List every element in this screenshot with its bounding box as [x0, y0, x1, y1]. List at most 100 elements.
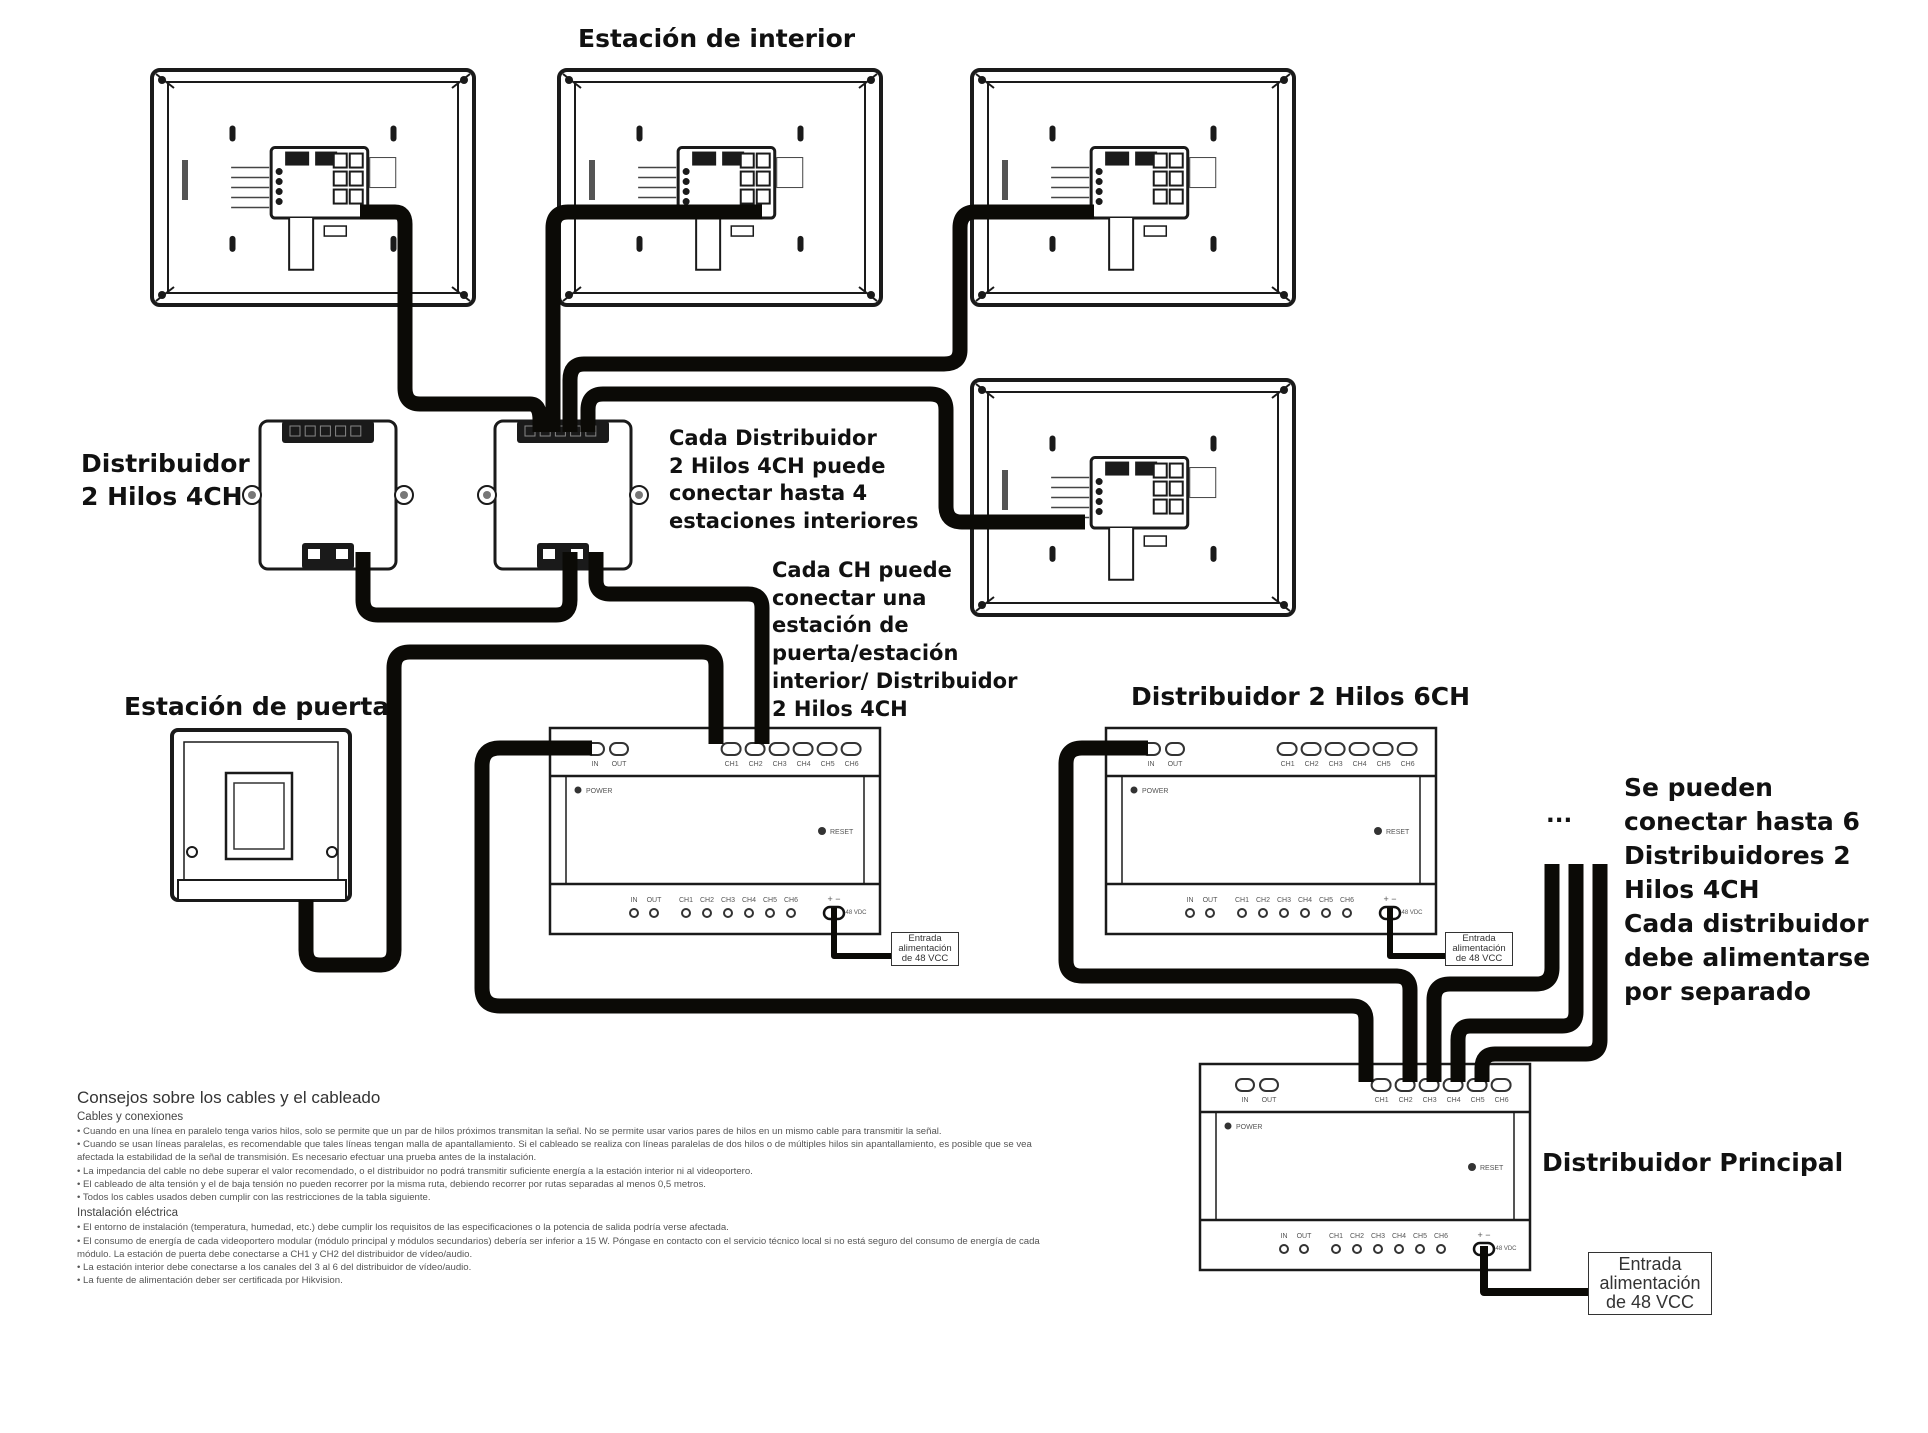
mount-ear-hole — [483, 491, 491, 499]
note-line: estación de — [772, 613, 909, 638]
cable-extra-ch4 — [1426, 864, 1560, 1082]
terminal-label: CH6 — [1434, 1233, 1448, 1240]
note-line: debe alimentarse — [1624, 943, 1871, 972]
port-label: OUT — [612, 761, 628, 768]
distributor-4ch-unit — [242, 419, 414, 571]
terminal-pin — [1095, 488, 1103, 496]
dip-switch — [755, 152, 771, 169]
dip-switch — [755, 188, 771, 205]
terminal — [1185, 908, 1195, 918]
power-label: POWER — [1236, 1124, 1262, 1131]
mount-slot — [229, 235, 236, 252]
label-grid — [776, 157, 804, 189]
connector — [722, 151, 745, 166]
label-distributor-4ch-line1: Distribuidor — [81, 449, 250, 478]
terminal — [1205, 908, 1215, 918]
label-grid — [1189, 467, 1217, 499]
power-led — [1130, 786, 1138, 794]
door-station — [170, 728, 352, 902]
note-line: 2 Hilos 4CH puede — [669, 453, 886, 478]
note-channel-capacity: Cada CH puede conectar una estación de p… — [772, 557, 1017, 723]
terminal-label: OUT — [647, 897, 663, 904]
dip-switch — [1152, 480, 1168, 497]
power-line: Entrada — [1618, 1254, 1682, 1274]
indoor-monitor — [970, 378, 1296, 617]
note-line: Hilos 4CH — [1624, 875, 1760, 904]
note-line: conectar una — [772, 585, 927, 610]
screw-hole — [1280, 386, 1288, 394]
dip-switch — [1168, 188, 1184, 205]
bracket — [695, 218, 722, 271]
mount-ear-hole — [400, 491, 408, 499]
port-out — [1165, 742, 1185, 756]
terminal-label: CH1 — [1235, 897, 1249, 904]
dip-switch — [739, 152, 755, 169]
wiring-tips-title: Consejos sobre los cables y el cableado — [77, 1088, 381, 1107]
dip-switch — [348, 188, 364, 205]
terminal — [744, 908, 754, 918]
port-label: IN — [1242, 1097, 1249, 1104]
cable-unit1-to-main — [474, 740, 1374, 1082]
terminal-label: CH1 — [679, 897, 693, 904]
channel-label: CH6 — [1495, 1097, 1509, 1104]
port-label: OUT — [1262, 1097, 1278, 1104]
channel-label: CH5 — [1377, 761, 1391, 768]
reset-label: RESET — [830, 829, 854, 836]
terminal — [1394, 1244, 1404, 1254]
tip-item: • El entorno de instalación (temperatura… — [77, 1222, 729, 1234]
screw-hole — [978, 601, 986, 609]
reset-button — [1374, 827, 1382, 835]
terminal — [1279, 908, 1289, 918]
terminal-pin — [1095, 508, 1103, 516]
wiring-tips: Consejos sobre los cables y el cableado … — [77, 1088, 1057, 1288]
connector — [1105, 461, 1130, 476]
terminal-pin — [1095, 168, 1103, 176]
power-cable-unit2 — [1387, 908, 1445, 959]
monitor-inner-frame — [167, 81, 459, 294]
note-line: estaciones interiores — [669, 509, 919, 534]
tip-item: • El cableado de alta tensión y el de ba… — [77, 1178, 706, 1190]
dip-switch — [1168, 152, 1184, 169]
screw — [186, 846, 198, 858]
connector — [285, 151, 310, 166]
dip-switch — [348, 152, 364, 169]
reset-label: RESET — [1480, 1165, 1504, 1172]
terminal — [1342, 908, 1352, 918]
note-line: Se pueden — [1624, 773, 1773, 802]
dip-switch — [739, 188, 755, 205]
cable-monitor-4 — [580, 386, 1085, 530]
wiring-tips-section-electrical: Instalación eléctrica — [77, 1207, 178, 1220]
polarity-label: + − — [1383, 894, 1396, 904]
terminal — [1321, 908, 1331, 918]
mount-slot — [390, 125, 397, 142]
mount-slot — [797, 235, 804, 252]
note-line: por separado — [1624, 977, 1811, 1006]
channel-label: CH4 — [1447, 1097, 1461, 1104]
terminal-label: CH3 — [721, 897, 735, 904]
terminal-label: CH4 — [742, 897, 756, 904]
door-station-panel — [233, 782, 285, 850]
mount-ear-hole — [248, 491, 256, 499]
terminal-pin — [682, 178, 690, 186]
monitor-inner-frame — [987, 391, 1279, 604]
connector — [692, 151, 717, 166]
label-distributor-4ch: Distribuidor 2 Hilos 4CH — [81, 447, 250, 513]
screw-hole — [565, 291, 573, 299]
tip-item: • Cuando en una línea en paralelo tenga … — [77, 1126, 942, 1137]
terminal-slot — [319, 425, 331, 437]
channel-label: CH2 — [1305, 761, 1319, 768]
cable-monitor-1 — [360, 204, 548, 432]
label-grid — [1189, 157, 1217, 189]
cable-door-to-ch1 — [298, 644, 724, 973]
channel-label: CH2 — [749, 761, 763, 768]
channel-label: CH5 — [1471, 1097, 1485, 1104]
note-line: conectar hasta 6 — [1624, 807, 1860, 836]
label-distributor-4ch-line2: 2 Hilos 4CH — [81, 482, 243, 511]
channel-label: CH3 — [773, 761, 787, 768]
terminal-label: CH4 — [1298, 897, 1312, 904]
terminal-label: CH5 — [763, 897, 777, 904]
power-input-label-1: Entrada alimentación de 48 VCC — [891, 932, 959, 966]
